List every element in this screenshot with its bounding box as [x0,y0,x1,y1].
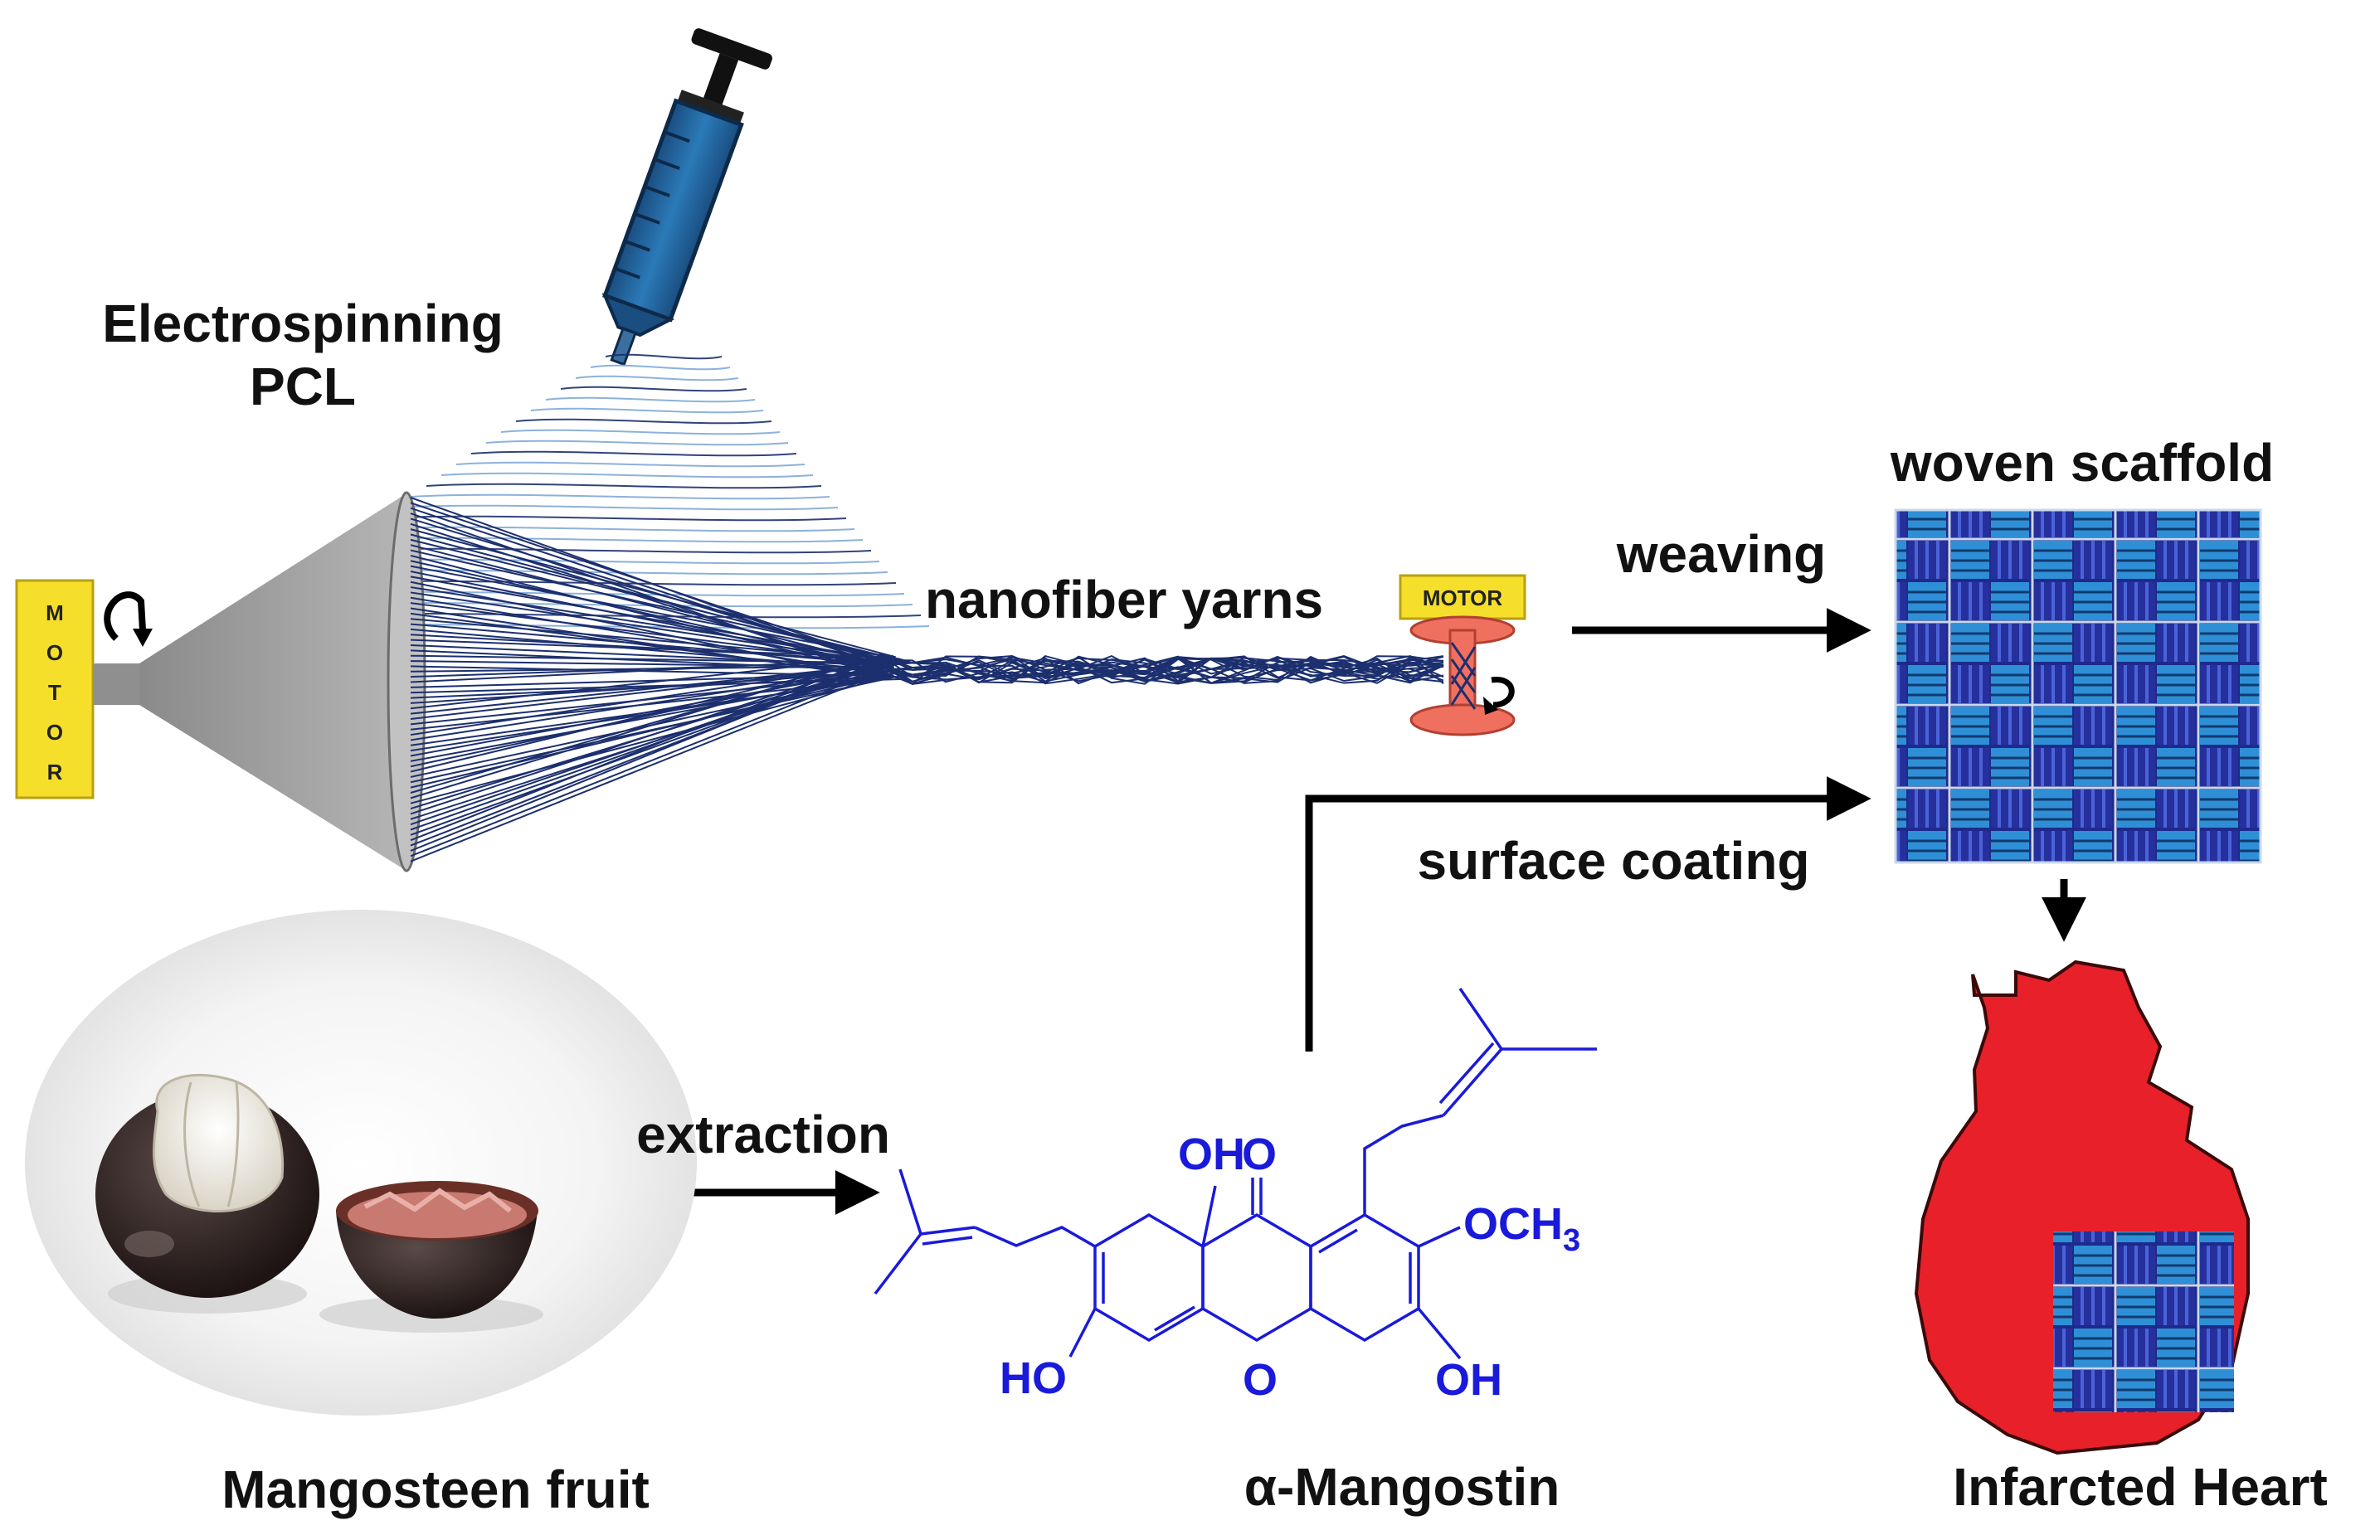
surface-coating-label: surface coating [1417,831,1809,891]
svg-text:MOTOR: MOTOR [1423,585,1503,610]
svg-text:O: O [1243,1355,1278,1405]
molecule-labels: OH O OCH3 HO O OH [1000,1129,1580,1405]
nanofiber-yarns-label: nanofiber yarns [925,570,1323,629]
heart-scaffold-patch [2053,1232,2234,1412]
alpha-mangostin-structure [874,988,1597,1360]
svg-text:OCH3: OCH3 [1463,1199,1580,1258]
infarcted-heart-label: Infarcted Heart [1953,1457,2328,1517]
svg-text:OH: OH [1178,1129,1245,1179]
pcl-label: PCL [250,357,356,416]
svg-text:OH: OH [1435,1355,1502,1405]
svg-text:MOTOR: MOTOR [46,600,64,785]
svg-text:HO: HO [1000,1353,1067,1403]
mangosteen-fruit-image [95,1073,543,1333]
woven-scaffold [1894,508,2262,864]
motor-spool: MOTOR [1399,574,1526,736]
coating-arrow [1305,776,1871,1052]
mangosteen-fruit-label: Mangosteen fruit [221,1460,650,1519]
collector-cone [139,493,406,871]
cone-fibers [410,497,903,862]
alpha-mangostin-label: α-Mangostin [1244,1457,1560,1517]
syringe-icon [601,28,772,367]
nanofiber-yarn [879,653,1444,686]
extraction-label: extraction [636,1105,890,1164]
weaving-label: weaving [1616,524,1827,584]
woven-scaffold-label: woven scaffold [1890,433,2274,493]
svg-text:O: O [1242,1129,1277,1179]
rotation-arrowhead-icon [133,629,153,647]
rotation-arrow-icon [104,591,146,641]
electrospinning-label: Electrospinning [102,294,504,353]
